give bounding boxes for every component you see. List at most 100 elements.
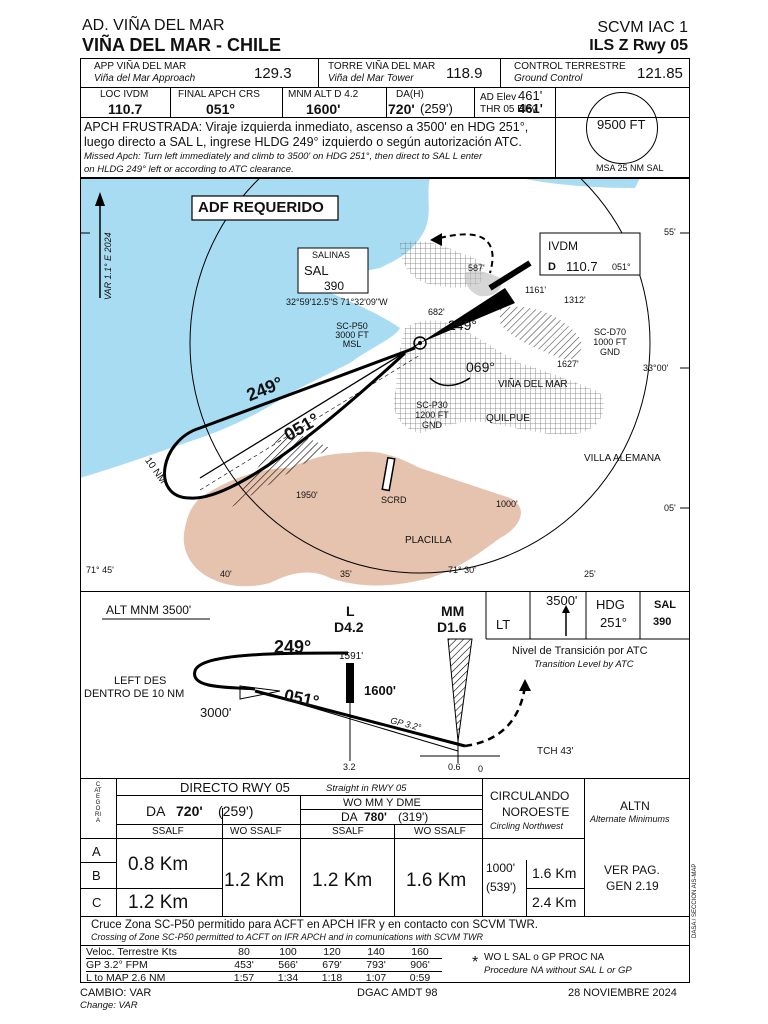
fix-l: L [346,603,355,619]
ivdm-box [539,232,641,276]
lon-7130: 71° 30' [448,565,476,575]
town-vina: VIÑA DEL MAR [498,379,568,390]
ver-pag: VER PAG. [604,863,660,877]
alt-label: MNM ALT D 4.2 [288,89,359,100]
adf-box [191,195,339,221]
procedure-name: ILS Z Rwy 05 [589,37,688,54]
town-quilpue: QUILPUE [486,413,530,424]
sc-d70-area [500,306,582,360]
profile-view [102,591,690,763]
msa-value: 9500 FT [597,117,646,132]
sal-ndb-icon [413,336,427,350]
da1-value: 720' [176,803,203,819]
da1-label: DA [146,803,166,819]
trans-es: Nivel de Transición por ATC [512,645,648,657]
crs-label: FINAL APCH CRS [178,89,260,100]
alt-3000: 3000' [200,705,232,720]
spot-587: 587' [468,263,485,273]
ma-sal: SAL [654,599,676,611]
crossing-en: Crossing of Zone SC-P50 permitted to ACF… [91,932,483,942]
directo-label: DIRECTO RWY 05 [180,780,290,795]
ma-hdg: 251° [600,615,627,630]
wo-mm-dme: WO MM Y DME [343,797,421,809]
ssalf-1: SSALF [152,826,184,837]
adf-required: ADF REQUERIDO [198,199,324,216]
table-row: GP 3.2° FPM 453' 566' 679' 793' 906' [86,958,442,972]
plan-frame [80,178,690,592]
loc-value: 110.7 [108,101,143,117]
ma-hdg-label: HDG [596,597,625,612]
final-course-line [199,342,421,479]
fix-mm-dist: D1.6 [437,619,467,635]
lon-35: 35' [340,569,352,579]
lon-40: 40' [220,569,232,579]
lon-25: 25' [584,569,596,579]
msa-label: MSA 25 NM SAL [596,163,664,173]
speed-table: Veloc. Terrestre Kts 80 100 120 140 160 … [86,946,442,984]
tch-label: TCH 43' [537,746,574,757]
missed-en-2: on HLDG 249° left or according to ATC cl… [84,164,294,175]
ad-elev-label: AD Elev [480,92,517,103]
fix-mm: MM [441,603,465,619]
profile-missed [464,685,527,748]
sea-area-north [520,178,640,188]
lon-7145: 71° 45' [86,565,114,575]
gnd-sub: Ground Control [514,73,583,84]
trans-en: Transition Level by ATC [534,659,634,670]
speed-note-en: Procedure NA without SAL L or GP [484,965,632,976]
missed-en-1: Missed Apch: Turn left immediately and c… [84,151,483,162]
missed-box [80,117,556,178]
fix-mm-marker [447,638,473,742]
localizer-feather [420,288,515,343]
wo-ssalf-2: WO SSALF [414,826,466,837]
app-sub: Viña del Mar Approach [94,73,196,84]
profile-descent [254,689,466,748]
cat-label: CATEGORIA [94,782,102,824]
gen-ref: GEN 2.19 [606,879,659,893]
spot-1627: 1627' [557,359,579,369]
sc-p50-hatch [230,428,330,508]
vis-c: 1.2 Km [128,892,189,913]
crs-value: 051° [206,101,235,117]
scrd-label: SCRD [381,495,407,505]
scrd-runway [381,456,396,492]
left-des-2: DENTRO DE 10 NM [84,688,185,700]
chart-id: SCVM IAC 1 [597,19,688,36]
sal-box [297,247,369,294]
da1-h: (259') [218,803,254,819]
lat-05: 05' [664,503,676,513]
footer-change: Change: VAR [80,1000,138,1011]
spot-1161: 1161' [525,285,547,295]
da-label: DA(H) [396,89,424,100]
footer-amdt: DGAC AMDT 98 [357,987,438,999]
da2-label: DA [341,810,358,824]
spot-1950: 1950' [296,490,318,500]
ad-elev: 461' [518,88,543,103]
salinas-ident: SAL [304,263,329,278]
speed-box [80,945,690,983]
missed-es-1: APCH FRUSTRADA: Viraje izquierda inmedia… [84,120,529,134]
lat-55: 55' [664,227,676,237]
vis-ab: 0.8 Km [128,854,189,875]
vis-wo-1: 1.2 Km [224,870,285,891]
missed-approach-path [439,233,494,274]
spot-1000: 1000' [496,499,518,509]
circ-vis-c: 2.4 Km [532,894,577,910]
fix-l-marker [346,663,354,703]
missed-es-2: luego directo a SAL L, ingrese HLDG 249°… [84,135,522,149]
da2-h: (319') [398,810,429,824]
town-placilla: PLACILLA [405,535,452,546]
side-note: DASA / SECCION AIS-MAP [692,863,698,938]
vis-ss-2: 1.2 Km [312,870,373,891]
altn-en: Alternate Minimums [590,814,670,824]
loc-label: LOC IVDM [100,89,149,100]
holding-pattern [163,346,416,500]
fix-l-dist: D4.2 [334,619,364,635]
alt-1600: 1600' [364,683,397,698]
speed-note-star: * [472,954,479,971]
circ-label: CIRCULANDO [490,789,570,803]
cat-a: A [92,844,101,859]
circ-en: Circling Northwest [490,821,564,831]
gnd-freq: 121.85 [637,65,683,82]
twr-label: TORRE VIÑA DEL MAR [328,61,436,72]
